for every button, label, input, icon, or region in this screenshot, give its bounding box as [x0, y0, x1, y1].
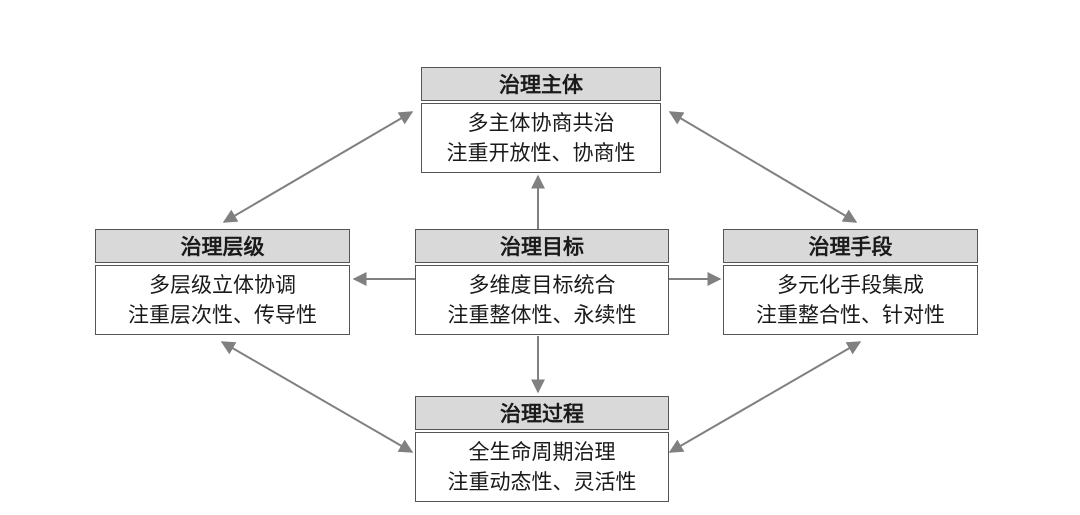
arrow-level-process: [220, 341, 414, 453]
node-level-line1: 多层级立体协调: [149, 273, 296, 297]
node-goal-line2: 注重整体性、永续性: [447, 303, 637, 327]
node-level-line2: 注重层次性、传导性: [128, 303, 317, 327]
node-subject-line1: 多主体协商共治: [467, 111, 615, 135]
node-means-line2: 注重整合性、针对性: [756, 303, 945, 327]
node-goal-title: 治理目标: [415, 229, 669, 263]
node-process-body: 全生命周期治理 注重动态性、灵活性: [415, 432, 669, 502]
node-means-line1: 多元化手段集成: [777, 273, 924, 297]
node-means-title: 治理手段: [723, 229, 978, 263]
node-process-line2: 注重动态性、灵活性: [447, 470, 637, 494]
node-goal-body: 多维度目标统合 注重整体性、永续性: [415, 265, 669, 335]
arrow-process-means: [668, 341, 862, 453]
node-level: 治理层级 多层级立体协调 注重层次性、传导性: [95, 229, 350, 335]
arrow-subject-means: [668, 111, 858, 223]
node-subject: 治理主体 多主体协商共治 注重开放性、协商性: [421, 67, 661, 173]
node-means-body: 多元化手段集成 注重整合性、针对性: [723, 265, 978, 335]
node-subject-line2: 注重开放性、协商性: [446, 141, 636, 165]
node-goal: 治理目标 多维度目标统合 注重整体性、永续性: [415, 229, 669, 335]
node-level-body: 多层级立体协调 注重层次性、传导性: [95, 265, 350, 335]
node-goal-line1: 多维度目标统合: [468, 273, 616, 297]
node-process: 治理过程 全生命周期治理 注重动态性、灵活性: [415, 396, 669, 502]
node-level-title: 治理层级: [95, 229, 350, 263]
node-process-title: 治理过程: [415, 396, 669, 430]
arrow-level-subject: [222, 111, 414, 223]
node-subject-body: 多主体协商共治 注重开放性、协商性: [421, 103, 661, 173]
node-means: 治理手段 多元化手段集成 注重整合性、针对性: [723, 229, 978, 335]
node-process-line1: 全生命周期治理: [468, 440, 616, 464]
node-subject-title: 治理主体: [421, 67, 661, 101]
